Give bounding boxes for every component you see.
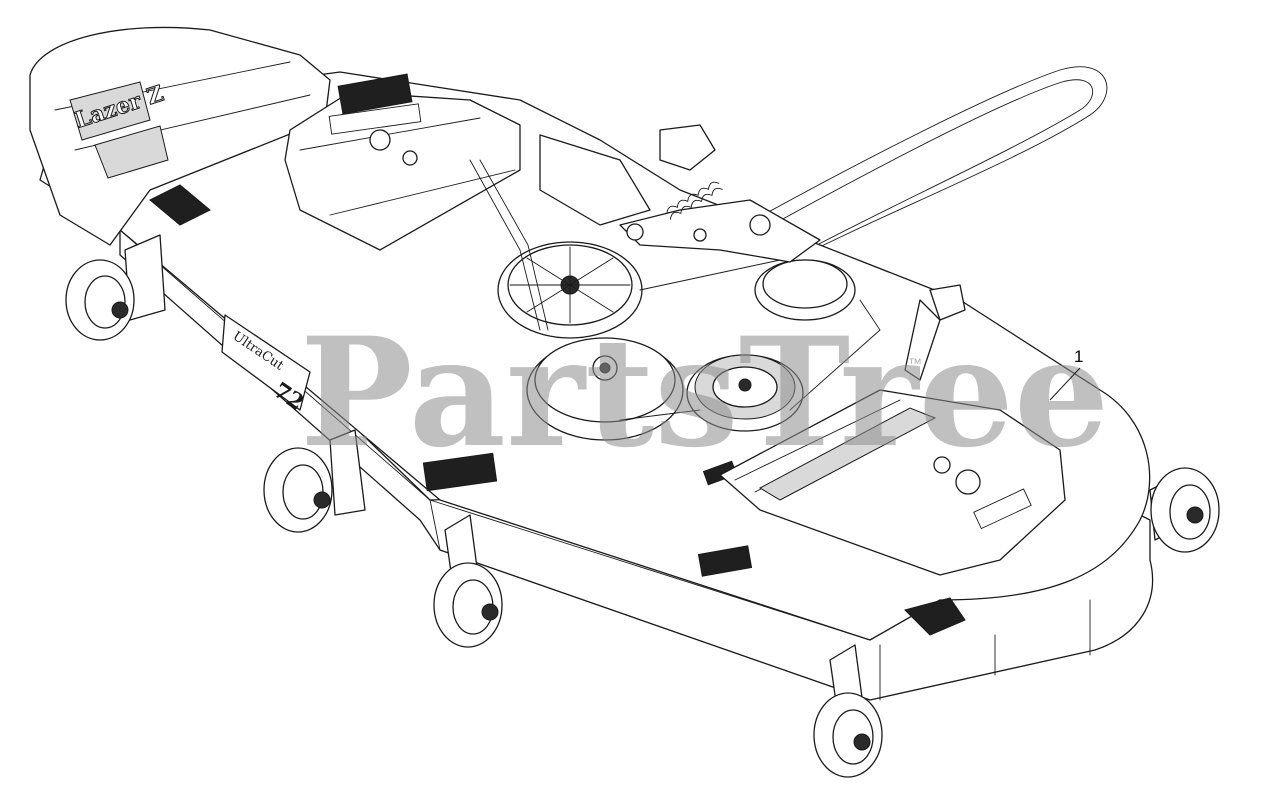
tension-spring bbox=[666, 181, 723, 220]
warning-decal-center bbox=[422, 452, 498, 492]
discharge-chute: Lazer Z bbox=[29, 26, 331, 246]
wheel-front-center bbox=[813, 644, 883, 778]
warning-decal-left bbox=[149, 184, 211, 226]
drive-belt bbox=[699, 66, 1108, 263]
idler-arm bbox=[619, 199, 821, 263]
deck-belt bbox=[469, 159, 881, 421]
pulley-center bbox=[526, 337, 684, 441]
rear-brackets bbox=[539, 124, 966, 381]
right-belt-cover bbox=[719, 389, 1066, 576]
warning-decal-front bbox=[697, 545, 753, 577]
watermark-trademark: ™ bbox=[908, 355, 922, 371]
watermark-text: PartsTree bbox=[300, 305, 1109, 481]
wheel-right bbox=[1149, 467, 1220, 553]
wheel-front-left bbox=[433, 514, 503, 648]
pulley-top-right bbox=[754, 259, 856, 321]
callout-1-label: 1 bbox=[1074, 347, 1083, 366]
watermark: PartsTree ™ bbox=[300, 305, 1109, 481]
pulley-top-left bbox=[497, 241, 643, 339]
badge-decal-front bbox=[904, 597, 966, 636]
callout-1: 1 bbox=[1049, 347, 1083, 401]
wheel-left-rear bbox=[65, 234, 166, 341]
warning-decal-top bbox=[337, 73, 413, 115]
pulley-idler-right bbox=[686, 354, 804, 432]
left-belt-cover bbox=[284, 91, 521, 251]
wheel-left-front bbox=[263, 429, 366, 533]
